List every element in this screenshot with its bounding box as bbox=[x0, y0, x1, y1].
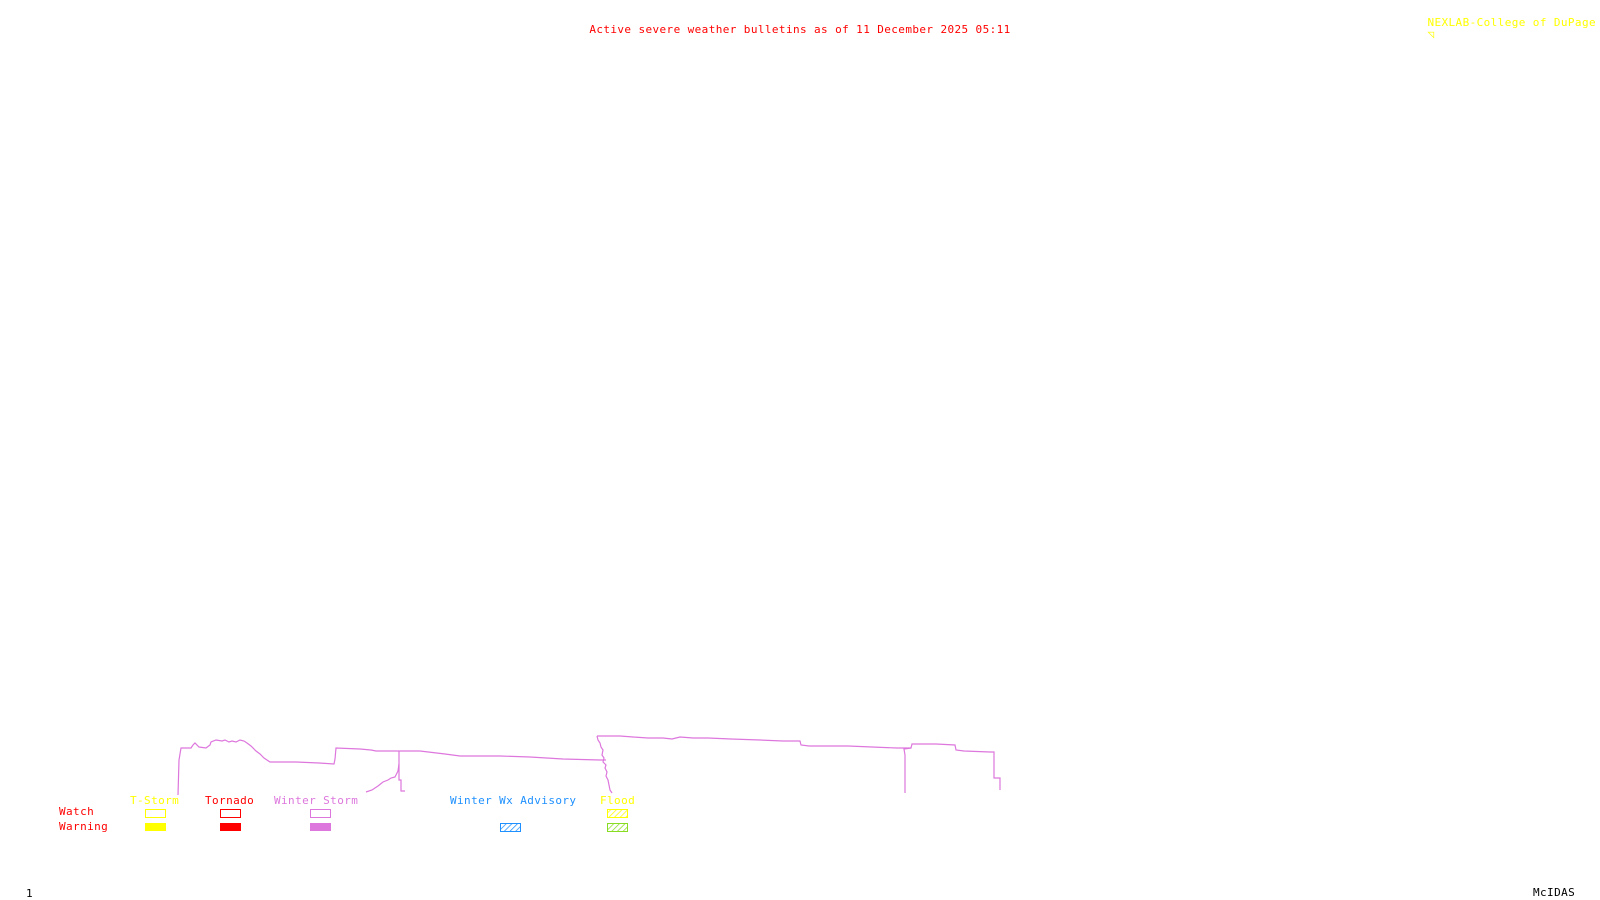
nexlab-logo-icon: ◹ bbox=[1427, 28, 1435, 41]
legend-header-flood: Flood bbox=[600, 794, 636, 807]
legend-flood-warning-swatch bbox=[607, 823, 628, 832]
legend-winterwx-advisory-swatch bbox=[500, 823, 521, 832]
boundary-east bbox=[597, 735, 1001, 790]
legend-tornado-watch-swatch bbox=[220, 809, 241, 818]
boundary-river-ns bbox=[596, 735, 613, 794]
branding: NEXLAB-College of DuPage ◹ bbox=[1413, 5, 1596, 41]
software-label: McIDAS bbox=[1533, 886, 1576, 899]
state-boundaries bbox=[177, 735, 1001, 796]
boundary-east-inner bbox=[903, 747, 912, 793]
legend-header-winter-storm: Winter Storm bbox=[274, 794, 359, 807]
boundary-west bbox=[177, 739, 606, 796]
legend-tornado-warning-swatch bbox=[220, 823, 241, 831]
legend-winterstorm-warning-swatch bbox=[310, 823, 331, 831]
boundary-river bbox=[365, 763, 400, 793]
branding-text: NEXLAB-College of DuPage bbox=[1427, 16, 1596, 29]
legend-row-watch: Watch bbox=[59, 805, 95, 818]
legend-header-tornado: Tornado bbox=[205, 794, 255, 807]
legend-row-warning: Warning bbox=[59, 820, 109, 833]
legend-tstorm-watch-swatch bbox=[145, 809, 166, 818]
legend-tstorm-warning-swatch bbox=[145, 823, 166, 831]
page-title: Active severe weather bulletins as of 11… bbox=[589, 23, 1011, 36]
frame-number: 1 bbox=[26, 887, 34, 900]
legend-header-tstorm: T-Storm bbox=[130, 794, 180, 807]
boundary-west-inner bbox=[398, 751, 405, 792]
legend-flood-watch-swatch bbox=[607, 809, 628, 818]
legend-winterstorm-watch-swatch bbox=[310, 809, 331, 818]
legend-swatches bbox=[145, 809, 628, 832]
legend-header-winter-wx-advisory: Winter Wx Advisory bbox=[450, 794, 577, 807]
